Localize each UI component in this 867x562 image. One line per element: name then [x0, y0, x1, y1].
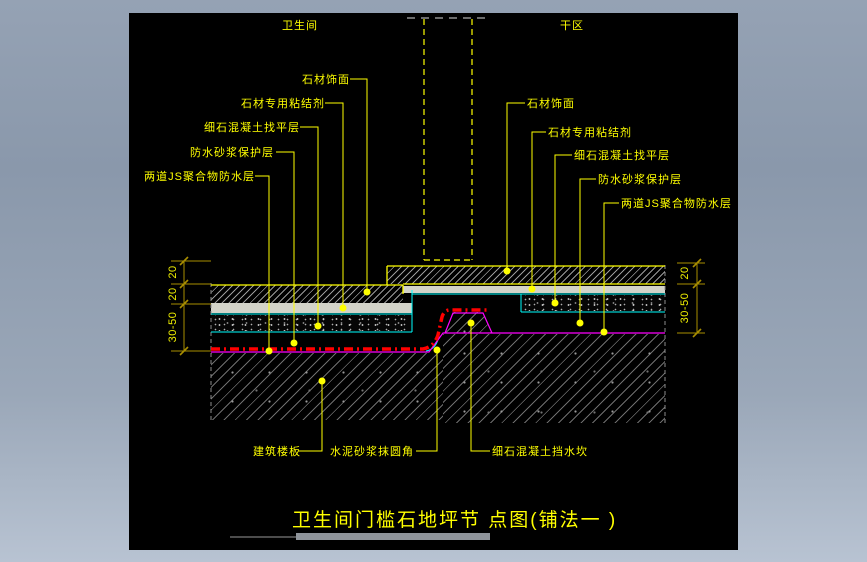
label-left-leveling: 细石混凝土找平层 [204, 122, 300, 134]
label-left-stone-adhesive: 石材专用粘结剂 [241, 98, 325, 110]
bathroom-slab [211, 353, 443, 420]
area-label-dry: 干区 [560, 20, 584, 32]
label-right-stone-adhesive: 石材专用粘结剂 [548, 127, 632, 139]
water-stop-sill [445, 312, 492, 333]
dim-left-20a: 20 [167, 265, 179, 279]
label-left-stone-finish: 石材饰面 [302, 74, 350, 86]
dry-slab [443, 334, 665, 423]
dim-left-3050: 30-50 [167, 311, 179, 343]
area-label-bathroom: 卫生间 [282, 20, 318, 32]
mortar-fillet-curve [425, 334, 440, 352]
threshold-stone-layer [387, 266, 665, 284]
drawing-title: 卫生间门槛石地坪节 点图(铺法一 ) [292, 510, 618, 531]
label-right-protection: 防水砂浆保护层 [598, 174, 682, 186]
dim-right-20: 20 [679, 266, 691, 280]
label-right-waterproof: 两道JS聚合物防水层 [621, 198, 732, 210]
bathroom-leveling-layer [211, 315, 412, 331]
bathroom-stone-layer [211, 285, 403, 303]
label-right-stone-finish: 石材饰面 [527, 98, 575, 110]
dry-adhesive-layer [403, 286, 665, 293]
label-water-sill: 细石混凝土挡水坎 [492, 446, 588, 458]
label-mortar-fillet: 水泥砂浆抹圆角 [330, 446, 414, 458]
dim-left-20b: 20 [167, 287, 179, 301]
door-section-dashed [423, 19, 473, 261]
label-left-protection: 防水砂浆保护层 [190, 147, 274, 159]
dim-right-3050: 30-50 [679, 292, 691, 324]
title-underline-thick [296, 533, 490, 540]
cad-drawing-viewport[interactable]: 卫生间 干区 石材饰面 石材专用粘结剂 细石混凝土找平层 防水砂浆保护层 两道J… [129, 13, 738, 550]
dry-leveling-layer [521, 295, 665, 311]
label-right-leveling: 细石混凝土找平层 [574, 150, 670, 162]
label-left-waterproof: 两道JS聚合物防水层 [144, 171, 255, 183]
label-floor-slab: 建筑楼板 [253, 446, 301, 458]
title-underline-thin [230, 536, 296, 538]
bathroom-adhesive-layer [211, 303, 412, 313]
